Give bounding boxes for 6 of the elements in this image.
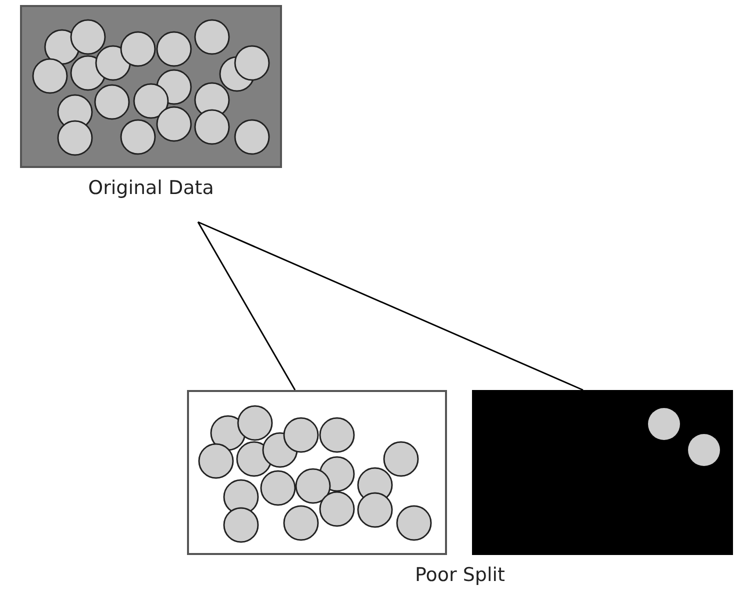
node-label: Original Data (87, 177, 215, 199)
connector-line (198, 221, 584, 391)
data-panel (472, 390, 733, 555)
data-panel (187, 390, 447, 555)
connector-line (197, 222, 296, 390)
caption-label: Poor Split (414, 564, 506, 586)
